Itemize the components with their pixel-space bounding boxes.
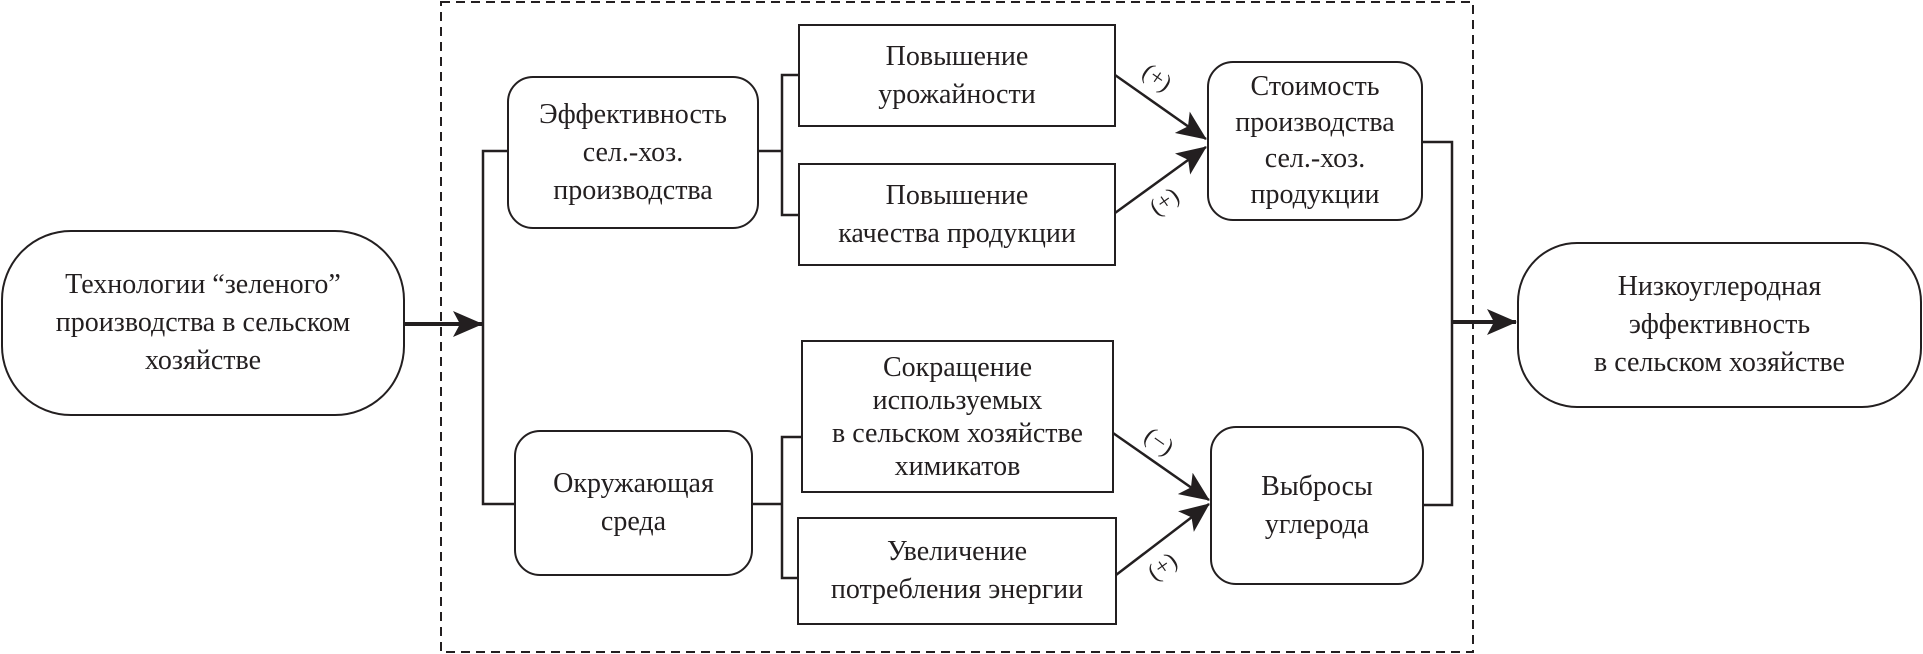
edge-energy-emissions	[1115, 503, 1210, 576]
node-production-efficiency: Эффективность сел.-хоз. производства	[507, 76, 759, 229]
edge-environment-chemicals-energy	[780, 435, 801, 580]
edge-yield-cost	[1114, 73, 1207, 141]
node-quality-increase: Повышение качества продукции	[798, 163, 1116, 266]
node-energy-increase: Увеличение потребления энергии	[797, 517, 1117, 625]
node-chemicals-reduction: Сокращение используемых в сельском хозяй…	[801, 340, 1114, 493]
edge-quality-cost	[1114, 145, 1207, 215]
node-carbon-emissions: Выбросы углерода	[1210, 426, 1424, 585]
node-energy-increase-label: Увеличение потребления энергии	[830, 536, 1084, 605]
node-environment-label: Окружающая среда	[553, 468, 714, 537]
node-production-cost-label: Стоимость производства сел.-хоз. продукц…	[1235, 71, 1395, 210]
node-low-carbon-efficiency: Низкоуглеродная эффективность в сельском…	[1517, 242, 1922, 408]
node-carbon-emissions-label: Выбросы углерода	[1261, 470, 1373, 540]
node-quality-increase-label: Повышение качества продукции	[838, 179, 1076, 249]
node-green-technologies: Технологии “зеленого” производства в сел…	[1, 230, 405, 416]
node-yield-increase-label: Повышение урожайности	[878, 40, 1036, 110]
node-production-efficiency-label: Эффективность сел.-хоз. производства	[539, 98, 727, 206]
edge-split-branches	[481, 149, 514, 506]
node-production-cost: Стоимость производства сел.-хоз. продукц…	[1207, 61, 1423, 221]
edge-chemicals-emissions	[1112, 431, 1210, 502]
edge-cost-merge	[1422, 140, 1454, 507]
dashed-group-border	[440, 1, 1474, 653]
node-low-carbon-efficiency-label: Низкоуглеродная эффективность в сельском…	[1594, 271, 1845, 378]
node-green-technologies-label: Технологии “зеленого” производства в сел…	[55, 269, 351, 376]
node-environment: Окружающая среда	[514, 430, 753, 576]
node-chemicals-reduction-label: Сокращение используемых в сельском хозяй…	[832, 351, 1083, 482]
node-yield-increase: Повышение урожайности	[798, 24, 1116, 127]
edge-efficiency-yield-quality	[780, 73, 798, 217]
